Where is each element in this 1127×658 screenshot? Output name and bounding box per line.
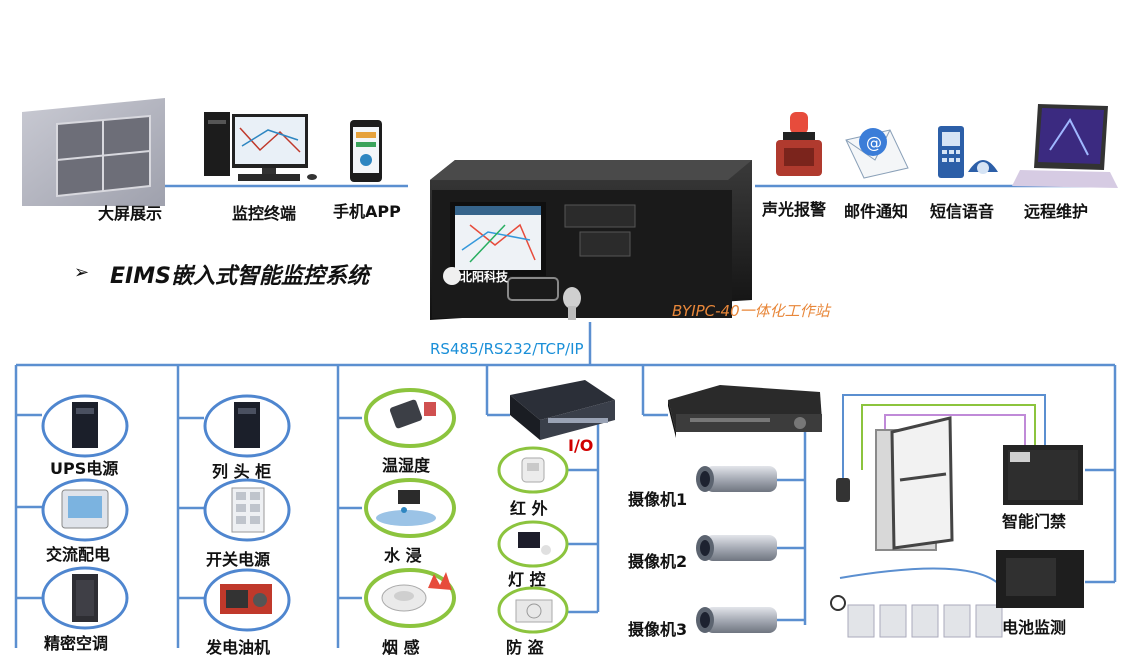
power-label-3: 精密空调 — [44, 634, 109, 653]
io-label-3: 防 盗 — [506, 638, 544, 657]
water-leak-icon — [376, 490, 436, 526]
big-screen-label: 大屏展示 — [98, 204, 163, 223]
camera-label-1: 摄像机1 — [628, 490, 688, 509]
mobile-app-label: 手机APP — [333, 202, 401, 221]
nvr-recorder-icon — [668, 385, 822, 438]
door-icon — [836, 416, 954, 551]
io-label: I/O — [568, 436, 594, 455]
laptop-icon — [1012, 104, 1118, 188]
access-wiring — [842, 394, 1046, 482]
sms-voice-icon — [938, 126, 998, 178]
workstation-model-label: BYIPC-40一体化工作站 — [672, 302, 830, 320]
camera-1-icon — [696, 466, 777, 492]
env-column-circles — [364, 388, 456, 628]
io-column-circles — [497, 446, 569, 634]
camera-label-3: 摄像机3 — [628, 620, 688, 639]
light-control-icon — [518, 532, 551, 555]
switch-power-icon — [231, 487, 265, 533]
remote-maintenance-label: 远程维护 — [1024, 202, 1089, 221]
io-label-2: 灯 控 — [508, 570, 546, 589]
svg-text:@: @ — [866, 133, 882, 152]
power-label-2: 交流配电 — [46, 545, 111, 564]
rack-logo-text: 北阳科技 — [460, 270, 509, 284]
smoke-detector-icon — [381, 572, 452, 612]
video-wall-icon — [22, 98, 165, 206]
io-module-icon — [510, 380, 615, 440]
cabinet-label-2: 开关电源 — [206, 550, 271, 569]
env-label-1: 温湿度 — [382, 456, 431, 475]
power-label-1: UPS电源 — [50, 459, 119, 478]
access-controller-icon — [1003, 445, 1083, 505]
camera-2-icon — [696, 535, 777, 561]
system-title: EIMS嵌入式智能监控系统 — [110, 264, 369, 289]
anti-theft-icon — [515, 599, 553, 623]
column-cabinet-icon — [234, 402, 260, 448]
power-column-circles — [41, 394, 129, 630]
env-label-3: 烟 感 — [382, 638, 420, 657]
email-icon: @ — [845, 128, 909, 179]
mobile-phone-icon — [350, 120, 382, 182]
cabinet-label-1: 列 头 柜 — [212, 462, 272, 481]
protocol-label: RS485/RS232/TCP/IP — [430, 340, 584, 358]
alarm-light-icon — [776, 112, 822, 176]
ac-distribution-icon — [61, 489, 109, 529]
precision-ac-icon — [72, 574, 98, 622]
workstation-rack-icon — [430, 160, 752, 320]
title-arrow-icon: ➢ — [74, 262, 90, 283]
generator-icon — [220, 584, 272, 614]
temperature-humidity-icon — [389, 399, 436, 429]
battery-label: 电池监测 — [1002, 618, 1067, 637]
cabinet-column-circles — [203, 394, 291, 632]
infrared-sensor-icon — [521, 457, 545, 483]
env-label-2: 水 浸 — [384, 546, 422, 565]
monitor-terminal-icon — [204, 112, 317, 181]
io-label-1: 红 外 — [510, 499, 548, 518]
sms-voice-label: 短信语音 — [930, 202, 995, 221]
battery-monitor-icon — [830, 550, 1084, 638]
ups-icon — [72, 402, 98, 448]
email-label: 邮件通知 — [844, 202, 909, 221]
alarm-label: 声光报警 — [762, 200, 827, 219]
camera-label-2: 摄像机2 — [628, 552, 688, 571]
camera-3-icon — [696, 607, 777, 633]
cabinet-label-3: 发电油机 — [206, 638, 271, 657]
monitor-terminal-label: 监控终端 — [232, 204, 297, 223]
access-control-label: 智能门禁 — [1002, 512, 1067, 531]
bus-lines — [14, 322, 1117, 648]
